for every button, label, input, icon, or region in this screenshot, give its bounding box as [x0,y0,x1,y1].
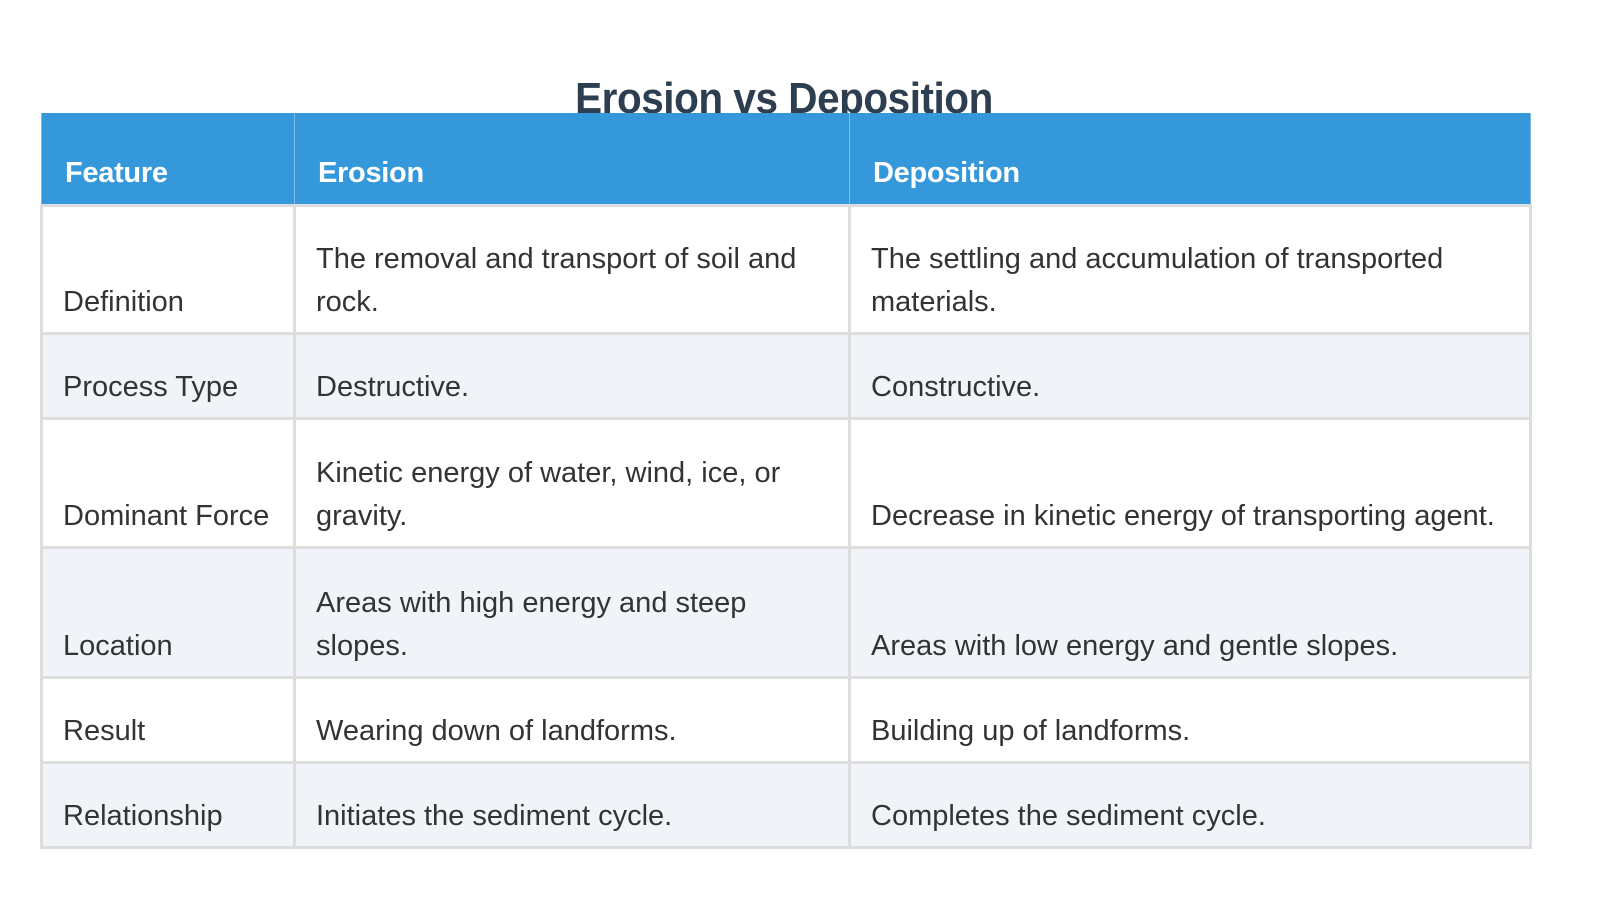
cell-erosion: Wearing down of landforms. [293,675,851,764]
cell-deposition: Decrease in kinetic energy of transporti… [848,416,1532,549]
cell-deposition: Building up of landforms. [848,675,1532,764]
cell-feature: Definition [40,203,296,335]
table-row: Process Type Destructive. Constructive. [40,331,1532,420]
table-row: Relationship Initiates the sediment cycl… [40,760,1532,849]
cell-feature: Dominant Force [40,416,296,549]
header-erosion: Erosion [294,113,850,207]
header-feature: Feature [41,113,295,207]
header-deposition: Deposition [849,113,1531,207]
cell-erosion: Kinetic energy of water, wind, ice, or g… [293,416,851,549]
table-row: Dominant Force Kinetic energy of water, … [40,416,1532,549]
cell-feature: Relationship [40,760,296,849]
cell-deposition: Areas with low energy and gentle slopes. [848,545,1532,679]
comparison-table: Feature Erosion Deposition Definition Th… [40,113,1532,849]
cell-feature: Result [40,675,296,764]
cell-erosion: Destructive. [293,331,851,420]
table-row: Location Areas with high energy and stee… [40,545,1532,679]
cell-deposition: The settling and accumulation of transpo… [848,203,1532,335]
cell-deposition: Constructive. [848,331,1532,420]
cell-erosion: Areas with high energy and steep slopes. [293,545,851,679]
table-header: Feature Erosion Deposition [41,113,1531,207]
table-body: Definition The removal and transport of … [40,203,1532,849]
cell-deposition: Completes the sediment cycle. [848,760,1532,849]
table-row: Result Wearing down of landforms. Buildi… [40,675,1532,764]
cell-erosion: The removal and transport of soil and ro… [293,203,851,335]
cell-feature: Process Type [40,331,296,420]
cell-feature: Location [40,545,296,679]
cell-erosion: Initiates the sediment cycle. [293,760,851,849]
table-row: Definition The removal and transport of … [40,203,1532,335]
header-row: Feature Erosion Deposition [41,113,1531,207]
